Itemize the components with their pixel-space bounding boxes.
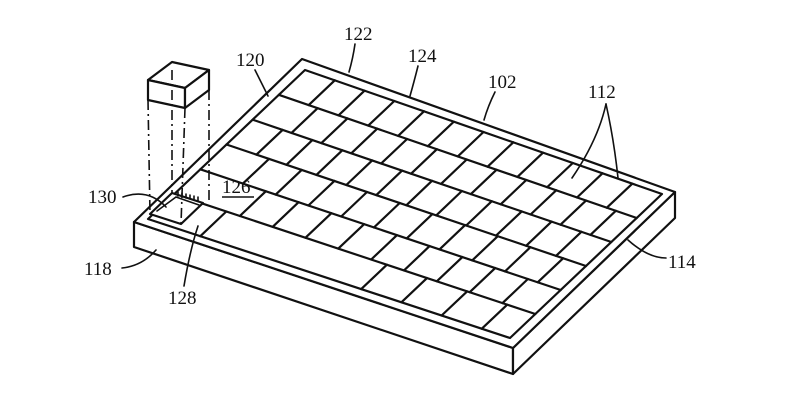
key-divider bbox=[486, 141, 515, 168]
key-divider bbox=[468, 267, 497, 294]
key-divider bbox=[589, 209, 617, 236]
key-divider bbox=[400, 277, 429, 304]
key-divider bbox=[536, 257, 565, 284]
ref-118: 118 bbox=[84, 259, 112, 280]
key-divider bbox=[546, 161, 574, 189]
ref-114: 114 bbox=[668, 252, 696, 273]
key-divider bbox=[271, 201, 300, 228]
key-divider bbox=[337, 223, 366, 250]
key-divider bbox=[559, 199, 588, 226]
leader-118 bbox=[121, 249, 157, 269]
key-row-separator bbox=[173, 193, 537, 316]
key-divider bbox=[456, 130, 485, 158]
key-pocket bbox=[148, 191, 205, 226]
key-divider bbox=[439, 158, 468, 185]
pocket-inner-edge bbox=[156, 196, 200, 212]
key-divider bbox=[345, 159, 374, 187]
leader-120 bbox=[254, 69, 269, 97]
key-divider bbox=[315, 149, 344, 176]
leader-114 bbox=[627, 239, 667, 259]
key-divider bbox=[241, 157, 271, 185]
leader-122 bbox=[348, 43, 356, 73]
leader-112a bbox=[571, 103, 607, 179]
key-divider bbox=[410, 148, 438, 175]
leader-112b bbox=[605, 103, 619, 179]
key-divider bbox=[370, 234, 398, 261]
key-divider bbox=[340, 190, 369, 218]
ref-124: 124 bbox=[408, 46, 437, 67]
key-divider bbox=[307, 179, 336, 207]
key-divider bbox=[367, 99, 396, 127]
ref-130: 130 bbox=[88, 187, 117, 208]
key-divider bbox=[503, 246, 532, 273]
key-divider bbox=[465, 200, 493, 227]
key-divider bbox=[372, 201, 401, 229]
key-divider bbox=[440, 290, 469, 317]
projection-line-1 bbox=[147, 99, 151, 215]
key-divider bbox=[238, 190, 267, 218]
ref-128: 128 bbox=[168, 288, 197, 309]
key-divider bbox=[605, 182, 634, 209]
key-divider bbox=[380, 137, 409, 165]
key-divider bbox=[290, 107, 319, 134]
key-divider bbox=[375, 169, 404, 197]
key-divider bbox=[405, 179, 434, 207]
key-divider bbox=[469, 168, 498, 196]
key-divider bbox=[499, 178, 528, 206]
key-grid bbox=[173, 79, 638, 330]
key-divider bbox=[307, 79, 336, 107]
key-row-separator bbox=[199, 168, 562, 292]
key-divider bbox=[516, 151, 545, 178]
key-divider bbox=[255, 128, 284, 156]
leader-130 bbox=[122, 193, 167, 208]
ref-112: 112 bbox=[588, 82, 616, 103]
key-divider bbox=[405, 213, 434, 240]
key-divider bbox=[360, 263, 388, 291]
key-divider bbox=[480, 303, 509, 330]
leader-128 bbox=[183, 225, 199, 287]
key-divider bbox=[199, 210, 228, 238]
key-divider bbox=[274, 168, 303, 196]
ref-102: 102 bbox=[488, 72, 517, 93]
key-divider bbox=[575, 172, 604, 199]
key-divider bbox=[304, 212, 333, 239]
key-divider bbox=[350, 127, 379, 155]
key-divider bbox=[397, 110, 426, 137]
key-divider bbox=[524, 220, 553, 247]
key-divider bbox=[402, 245, 431, 272]
key-divider bbox=[435, 256, 464, 283]
key-divider bbox=[320, 117, 349, 145]
leader-102 bbox=[483, 91, 496, 121]
key-divider bbox=[285, 139, 314, 166]
key-divider bbox=[501, 277, 530, 305]
key-divider bbox=[438, 224, 467, 251]
ref-120: 120 bbox=[236, 50, 265, 71]
key-divider bbox=[529, 189, 558, 216]
key-divider bbox=[554, 230, 583, 257]
ref-126: 126 bbox=[222, 177, 251, 198]
key-divider bbox=[337, 89, 366, 117]
ref-122: 122 bbox=[344, 24, 373, 45]
leader-124 bbox=[409, 65, 419, 97]
key-divider bbox=[426, 120, 455, 148]
key-divider bbox=[435, 189, 463, 217]
key-divider bbox=[495, 210, 523, 237]
key-divider bbox=[471, 235, 499, 262]
